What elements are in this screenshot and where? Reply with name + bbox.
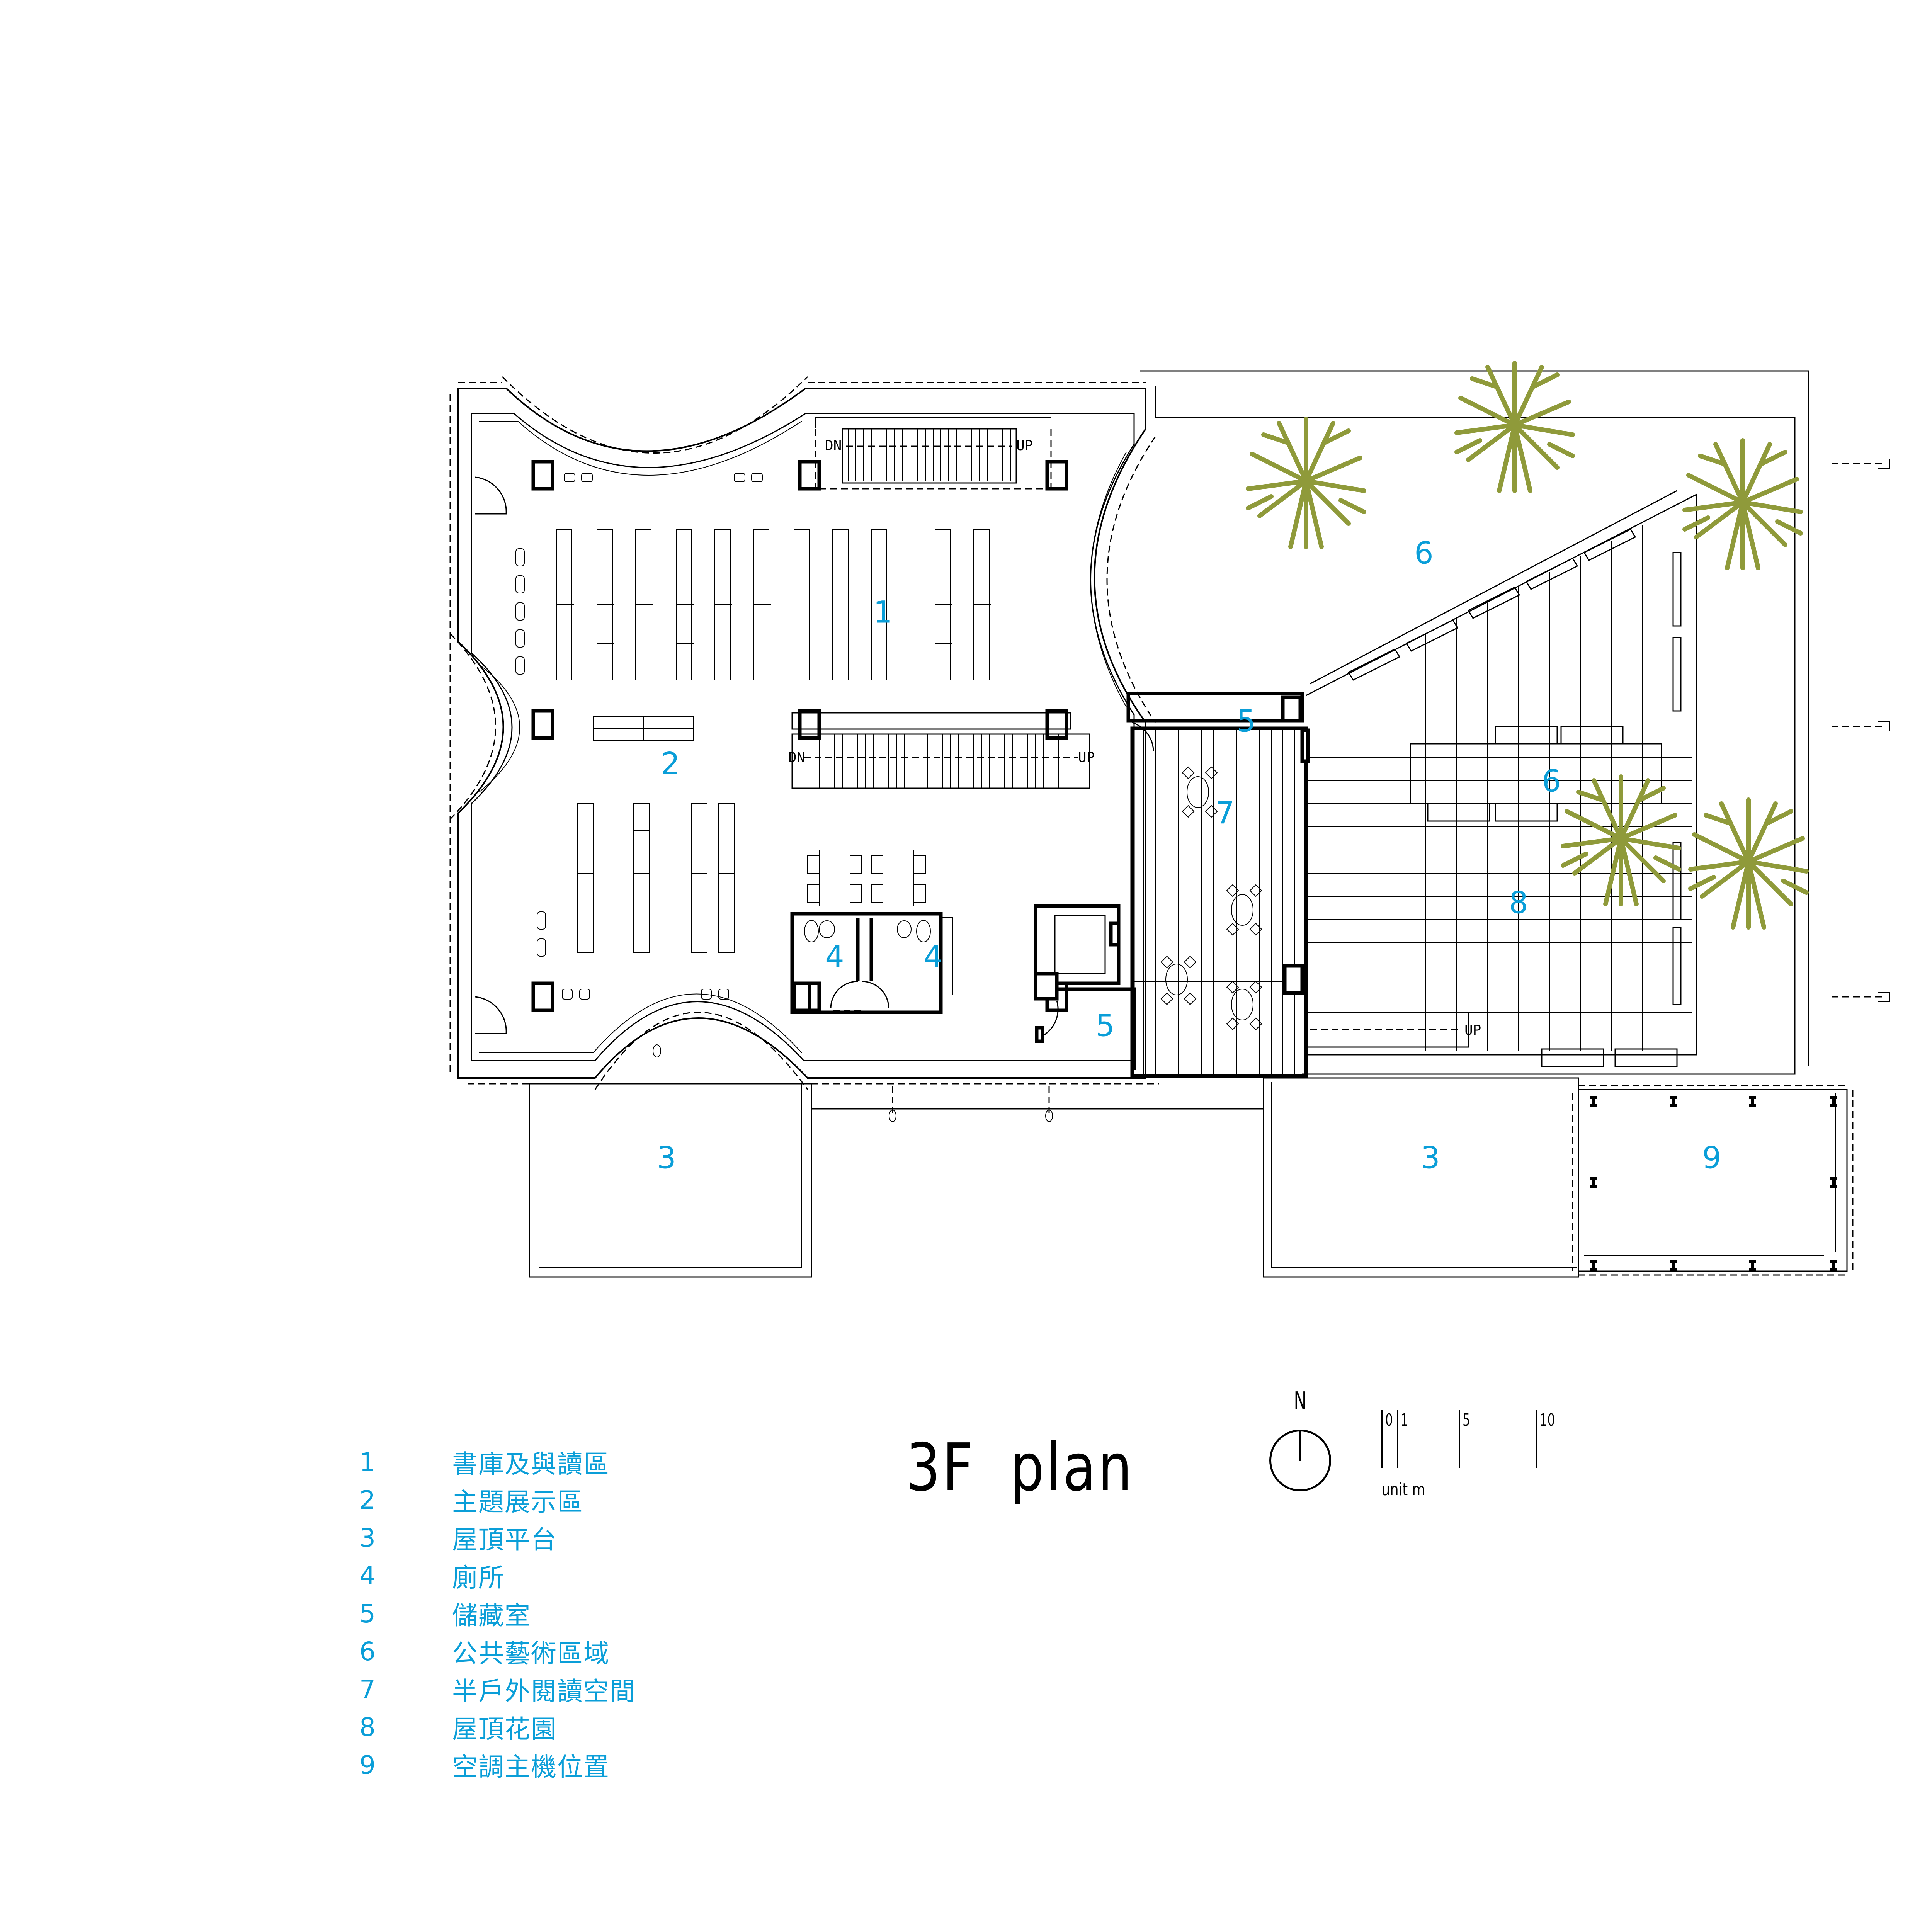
scale-unit-label: unit m bbox=[1381, 1480, 1425, 1499]
ac-unit-area-9 bbox=[1572, 1085, 1854, 1276]
legend-text: 公共藝術區域 bbox=[452, 1639, 610, 1668]
stair-middle: DN UP bbox=[788, 712, 1095, 789]
north-letter: N bbox=[1294, 1387, 1307, 1416]
legend-item: 6 公共藝術區域 bbox=[359, 1632, 636, 1670]
room-label-6a: 6 bbox=[1414, 536, 1434, 571]
legend-text: 屋頂花園 bbox=[452, 1714, 557, 1744]
roof-garden-area-8: UP bbox=[1140, 370, 1890, 1075]
room-label-5a: 5 bbox=[1236, 704, 1256, 739]
stair-up-label-2: UP bbox=[1078, 750, 1095, 765]
room-label-3b: 3 bbox=[1421, 1141, 1440, 1175]
legend-number: 3 bbox=[359, 1523, 376, 1553]
legend: 1 書庫及與讀區 2 主題展示區 3 屋頂平台 4 廁所 5 儲藏室 6 公共藝… bbox=[359, 1443, 636, 1784]
tree-icon bbox=[1454, 361, 1575, 493]
ramp-up-label: UP bbox=[1464, 1022, 1481, 1038]
north-arrow-icon: N bbox=[1254, 1387, 1347, 1518]
scale-tick-label-1: 1 bbox=[1401, 1410, 1408, 1430]
room-label-6b: 6 bbox=[1542, 764, 1561, 799]
legend-number: 8 bbox=[359, 1712, 376, 1742]
tree-icon bbox=[1688, 797, 1809, 930]
floor-label: 3F bbox=[906, 1430, 975, 1506]
tree-icon bbox=[1561, 774, 1681, 906]
legend-item: 9 空調主機位置 bbox=[359, 1746, 636, 1784]
round-tables bbox=[1160, 766, 1262, 1030]
scale-tick-10 bbox=[1536, 1410, 1537, 1468]
semi-outdoor-reading-area-7 bbox=[1126, 692, 1310, 1078]
legend-number: 1 bbox=[359, 1447, 376, 1477]
tree-icon bbox=[1682, 438, 1803, 570]
room-label-4a: 4 bbox=[825, 940, 844, 974]
plan-label: plan bbox=[1010, 1430, 1134, 1506]
roof-terrace-area-3 bbox=[529, 1077, 1579, 1278]
room-label-3a: 3 bbox=[657, 1141, 676, 1175]
stair-dn-label: DN bbox=[825, 438, 842, 454]
legend-text: 書庫及與讀區 bbox=[452, 1449, 610, 1479]
room-label-4b: 4 bbox=[923, 940, 943, 974]
legend-number: 6 bbox=[359, 1636, 376, 1666]
reading-tables bbox=[807, 850, 926, 906]
legend-item: 1 書庫及與讀區 bbox=[359, 1443, 636, 1481]
legend-number: 2 bbox=[359, 1485, 376, 1515]
scale-tick-1 bbox=[1397, 1410, 1398, 1468]
room-labels: 1 2 3 3 4 4 5 5 6 6 7 8 9 bbox=[657, 536, 1721, 1175]
legend-item: 3 屋頂平台 bbox=[359, 1519, 636, 1557]
north-needle bbox=[1299, 1430, 1301, 1461]
bookshelves-area-1 bbox=[515, 473, 991, 680]
legend-number: 5 bbox=[359, 1598, 376, 1629]
legend-text: 儲藏室 bbox=[452, 1601, 531, 1630]
legend-text: 空調主機位置 bbox=[452, 1752, 610, 1782]
legend-text: 廁所 bbox=[452, 1563, 505, 1593]
legend-text: 半戶外閱讀空間 bbox=[452, 1676, 636, 1706]
legend-item: 7 半戶外閱讀空間 bbox=[359, 1670, 636, 1708]
scale-bar: 0 1 5 10 unit m bbox=[1352, 1410, 1739, 1511]
legend-text: 主題展示區 bbox=[452, 1487, 583, 1517]
trees bbox=[1246, 361, 1809, 930]
toilets-area-4 bbox=[790, 912, 953, 1014]
ac-mount-icons bbox=[1590, 1096, 1837, 1272]
tree-icon bbox=[1246, 417, 1366, 549]
room-label-7: 7 bbox=[1215, 796, 1235, 831]
legend-text: 屋頂平台 bbox=[452, 1525, 557, 1555]
legend-number: 7 bbox=[359, 1674, 376, 1704]
room-label-5b: 5 bbox=[1095, 1008, 1115, 1043]
elevator-core bbox=[1034, 904, 1136, 1070]
room-label-9: 9 bbox=[1702, 1141, 1721, 1175]
scale-tick-label-5: 5 bbox=[1463, 1410, 1470, 1430]
stair-up-label: UP bbox=[1016, 438, 1033, 454]
legend-number: 4 bbox=[359, 1561, 376, 1591]
display-area-2 bbox=[537, 716, 735, 1000]
legend-item: 4 廁所 bbox=[359, 1557, 636, 1595]
scale-tick-label-0: 0 bbox=[1385, 1410, 1393, 1430]
drawing-title: 3F plan bbox=[906, 1430, 1134, 1506]
legend-item: 8 屋頂花園 bbox=[359, 1708, 636, 1746]
room-label-8: 8 bbox=[1509, 886, 1528, 920]
scale-tick-0 bbox=[1381, 1410, 1383, 1468]
room-label-2: 2 bbox=[661, 746, 680, 781]
scale-tick-label-10: 10 bbox=[1540, 1410, 1555, 1430]
legend-item: 2 主題展示區 bbox=[359, 1481, 636, 1519]
library-block: DN UP DN UP bbox=[449, 376, 1159, 1090]
stair-dn-label-2: DN bbox=[788, 750, 805, 765]
stair-north: DN UP bbox=[815, 417, 1052, 490]
legend-item: 5 儲藏室 bbox=[359, 1595, 636, 1632]
room-label-1: 1 bbox=[873, 595, 893, 630]
legend-number: 9 bbox=[359, 1750, 376, 1780]
scale-tick-5 bbox=[1459, 1410, 1460, 1468]
